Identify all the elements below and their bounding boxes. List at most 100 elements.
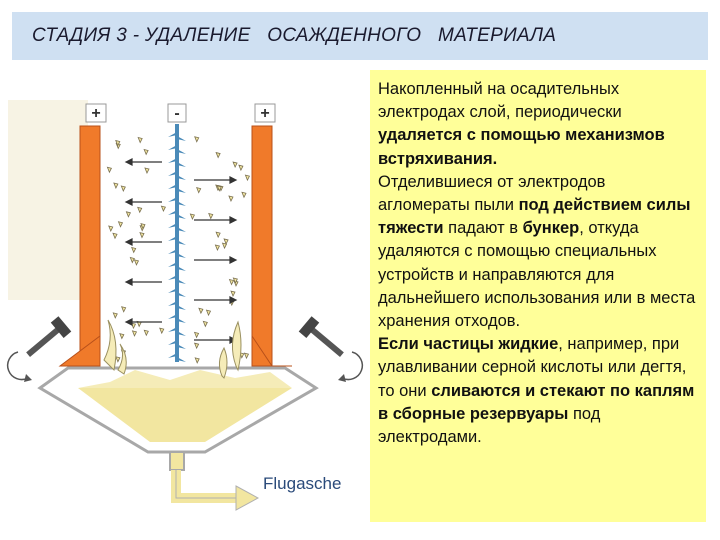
paragraph-1: Накопленный на осадительных электродах с… bbox=[378, 78, 698, 171]
dust-particle bbox=[230, 290, 236, 298]
migration-arrow-head bbox=[124, 318, 133, 326]
dust-particle bbox=[214, 244, 221, 252]
spike bbox=[177, 292, 186, 297]
dust-particle bbox=[137, 136, 143, 144]
spike bbox=[168, 158, 177, 163]
spike bbox=[168, 132, 177, 137]
falling-dust-right bbox=[232, 320, 242, 372]
migration-arrow-head bbox=[229, 256, 238, 264]
dust-particle bbox=[117, 221, 124, 228]
dust-particle bbox=[119, 333, 125, 340]
background-shade bbox=[8, 100, 88, 300]
spike bbox=[168, 171, 177, 176]
spike bbox=[177, 331, 186, 336]
dust-particle bbox=[221, 242, 228, 250]
spike bbox=[177, 305, 186, 310]
dust-particle bbox=[232, 161, 238, 169]
dust-particle bbox=[131, 246, 137, 254]
spike bbox=[177, 175, 186, 180]
dust-particle bbox=[112, 312, 118, 319]
spike bbox=[177, 149, 186, 154]
spike bbox=[168, 314, 177, 319]
hopper bbox=[37, 366, 319, 454]
dust-particles bbox=[106, 136, 251, 364]
spike bbox=[168, 340, 177, 345]
falling-dust-left bbox=[103, 319, 117, 372]
dust-particle bbox=[115, 139, 121, 147]
p1-bold-1: удаляется с помощью механизмов встряхива… bbox=[378, 126, 665, 168]
p2-text-4: , откуда удаляются с помощью специальных… bbox=[378, 219, 696, 331]
dust-particle bbox=[232, 277, 238, 284]
p3-bold-2: сливаются и стекают по каплям в сборные … bbox=[378, 381, 695, 423]
migration-arrows bbox=[124, 158, 238, 344]
spike bbox=[168, 223, 177, 228]
dust-particle bbox=[241, 191, 247, 199]
outlet-arrow-icon bbox=[171, 470, 238, 503]
dust-particle bbox=[193, 342, 200, 350]
dust-particle bbox=[223, 238, 229, 245]
spike bbox=[177, 214, 186, 219]
dust-particle bbox=[238, 164, 244, 172]
spike bbox=[177, 279, 186, 284]
dust-particle bbox=[215, 231, 221, 239]
electrode-sign-right: + bbox=[260, 105, 269, 122]
dust-particle bbox=[131, 330, 138, 337]
migration-arrow-head bbox=[229, 216, 238, 224]
dust-particle bbox=[143, 329, 149, 337]
discharge-spikes bbox=[168, 132, 186, 362]
spike bbox=[168, 210, 177, 215]
sign-box-center bbox=[167, 103, 187, 123]
dust-particle bbox=[140, 223, 146, 230]
hammer-icon bbox=[298, 316, 344, 358]
electrode-sign-center: - bbox=[174, 105, 179, 122]
paragraph-2: Отделившиеся от электродов агломераты пы… bbox=[378, 171, 698, 333]
dust-particle bbox=[133, 259, 140, 266]
spike bbox=[168, 184, 177, 189]
hopper-dust bbox=[78, 388, 292, 442]
rotation-arrow-icon bbox=[6, 351, 29, 381]
p1-text-0: Накопленный на осадительных электродах с… bbox=[378, 80, 622, 122]
migration-arrow-head bbox=[124, 238, 133, 246]
spike bbox=[177, 357, 186, 362]
spike bbox=[177, 344, 186, 349]
spike bbox=[177, 266, 186, 271]
migration-arrow-head bbox=[229, 176, 238, 184]
migration-arrow-head bbox=[124, 198, 133, 206]
dust-particle bbox=[113, 182, 119, 190]
spike bbox=[177, 136, 186, 141]
outlet-label: Flugasche bbox=[263, 474, 342, 493]
sign-box-left bbox=[85, 103, 107, 123]
spike bbox=[168, 262, 177, 267]
spike bbox=[177, 162, 186, 167]
dust-particle bbox=[196, 187, 202, 194]
dust-particle bbox=[216, 185, 222, 192]
p2-bold-3: бункер bbox=[522, 219, 580, 238]
hopper-dust-top bbox=[78, 370, 292, 388]
spike bbox=[177, 227, 186, 232]
p3-text-1: , например, при улавливании серной кисло… bbox=[378, 335, 687, 400]
dust-particle bbox=[121, 306, 127, 313]
dust-particle bbox=[193, 331, 200, 339]
dust-particle bbox=[129, 256, 135, 264]
dust-particle bbox=[112, 232, 118, 240]
sign-box-right bbox=[254, 103, 276, 123]
spike bbox=[168, 275, 177, 280]
hopper-neck bbox=[169, 451, 185, 471]
collecting-electrode-left-foot bbox=[58, 335, 101, 367]
dust-particle bbox=[189, 213, 195, 221]
migration-arrow-head bbox=[229, 296, 238, 304]
title-bar: СТАДИЯ 3 - УДАЛЕНИЕ ОСАЖДЕННОГО МАТЕРИАЛ… bbox=[12, 12, 708, 60]
spike bbox=[168, 236, 177, 241]
dust-particle bbox=[115, 356, 121, 363]
precipitator-diagram: + - + bbox=[6, 100, 364, 511]
p2-text-0: Отделившиеся от электродов агломераты пы… bbox=[378, 172, 606, 215]
dust-particle bbox=[120, 185, 126, 192]
collecting-electrode-left bbox=[79, 125, 101, 367]
falling-dust-right2 bbox=[218, 346, 228, 379]
dust-particle bbox=[202, 320, 208, 328]
spike bbox=[177, 201, 186, 206]
collecting-electrode-right-foot bbox=[251, 334, 292, 367]
dust-particle bbox=[215, 151, 221, 159]
collecting-electrode-right bbox=[251, 125, 273, 367]
dust-particle bbox=[106, 166, 112, 174]
